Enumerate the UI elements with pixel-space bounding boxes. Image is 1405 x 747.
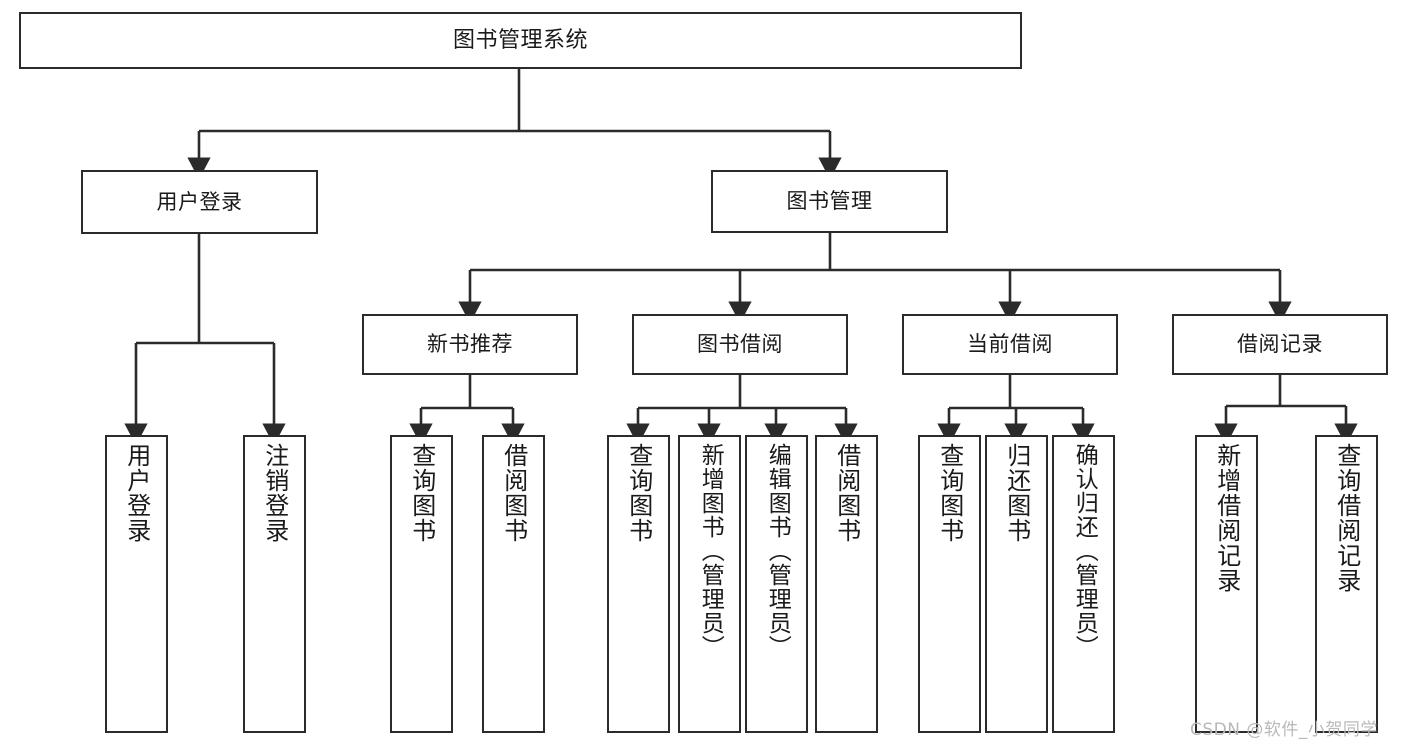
node-book-borrow[interactable]: 图书借阅: [632, 314, 848, 375]
leaf-return-book[interactable]: 归还图书: [985, 435, 1048, 733]
leaf-query-book-2[interactable]: 查询图书: [607, 435, 670, 733]
leaf-query-record-label: 查询借阅记录: [1332, 443, 1361, 593]
leaf-edit-book-label: 编辑图书（管理员）: [764, 443, 791, 659]
csdn-watermark: CSDN @软件_小贺同学: [1190, 720, 1378, 740]
node-borrow-record-label: 借阅记录: [1237, 332, 1323, 357]
node-root-label: 图书管理系统: [452, 27, 588, 53]
leaf-borrow-book-1-label: 借阅图书: [499, 443, 528, 543]
leaf-user-login[interactable]: 用户登录: [105, 435, 168, 733]
leaf-confirm-return-label: 确认归还（管理员）: [1071, 443, 1098, 659]
leaf-add-record[interactable]: 新增借阅记录: [1195, 435, 1258, 733]
node-user-login-label: 用户登录: [156, 189, 243, 214]
leaf-return-book-label: 归还图书: [1002, 443, 1031, 543]
leaf-user-login-label: 用户登录: [122, 443, 151, 543]
leaf-add-record-label: 新增借阅记录: [1212, 443, 1241, 593]
node-user-login[interactable]: 用户登录: [81, 170, 318, 234]
leaf-borrow-book-2-label: 借阅图书: [832, 443, 861, 543]
node-current-borrow[interactable]: 当前借阅: [902, 314, 1118, 375]
leaf-edit-book[interactable]: 编辑图书（管理员）: [745, 435, 808, 733]
node-new-book-rec[interactable]: 新书推荐: [362, 314, 578, 375]
node-new-book-rec-label: 新书推荐: [427, 332, 513, 357]
node-book-borrow-label: 图书借阅: [697, 332, 783, 357]
node-borrow-record[interactable]: 借阅记录: [1172, 314, 1388, 375]
node-current-borrow-label: 当前借阅: [967, 332, 1053, 357]
leaf-borrow-book-1[interactable]: 借阅图书: [482, 435, 545, 733]
leaf-logout-login[interactable]: 注销登录: [243, 435, 306, 733]
leaf-borrow-book-2[interactable]: 借阅图书: [815, 435, 878, 733]
leaf-confirm-return[interactable]: 确认归还（管理员）: [1052, 435, 1115, 733]
leaf-query-record[interactable]: 查询借阅记录: [1315, 435, 1378, 733]
leaf-query-book-3-label: 查询图书: [935, 443, 964, 543]
leaf-query-book-1[interactable]: 查询图书: [390, 435, 453, 733]
leaf-query-book-2-label: 查询图书: [624, 443, 653, 543]
leaf-query-book-3[interactable]: 查询图书: [918, 435, 981, 733]
node-book-manage-label: 图书管理: [786, 189, 873, 214]
leaf-add-book-label: 新增图书（管理员）: [697, 443, 724, 659]
node-root[interactable]: 图书管理系统: [19, 12, 1022, 69]
node-book-manage[interactable]: 图书管理: [711, 170, 948, 233]
leaf-query-book-1-label: 查询图书: [407, 443, 436, 543]
leaf-logout-login-label: 注销登录: [260, 443, 289, 543]
leaf-add-book[interactable]: 新增图书（管理员）: [678, 435, 741, 733]
